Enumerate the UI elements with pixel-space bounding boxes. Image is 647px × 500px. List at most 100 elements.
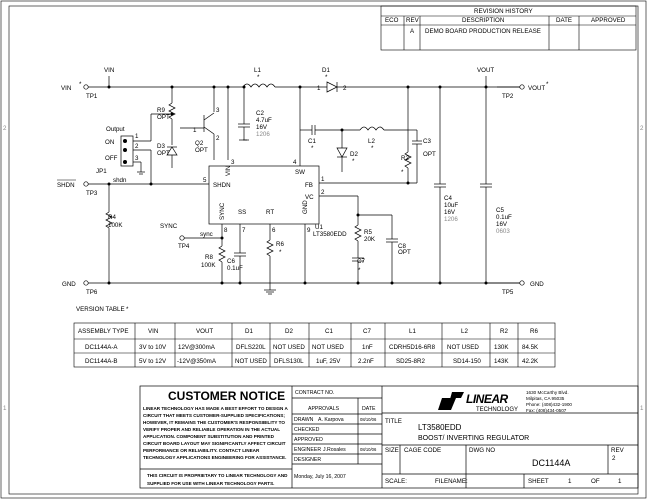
ic-pinno-1: 1 [321, 176, 325, 183]
c5-rating: 16V [496, 221, 508, 228]
notice-proprietary: SUPPLIED FOR USE WITH LINEAR TECHNOLOGY … [147, 481, 274, 486]
ic-pin-fb: FB [305, 182, 313, 189]
r4-value: 100K [108, 222, 123, 229]
vt-header: L1 [409, 328, 416, 335]
tp1-label: TP1 [86, 93, 98, 100]
vt-header: VIN [148, 328, 158, 335]
c2-rating: 16V [256, 124, 268, 131]
vt-cell: CDRH5D16-6R8 [389, 344, 436, 351]
ic-pinno-4: 4 [293, 159, 297, 166]
vt-header: ASSEMBLY TYPE [78, 328, 129, 335]
cage-code-label: CAGE CODE [404, 447, 441, 454]
company-address: Phone: (408)432-1900 [526, 402, 572, 407]
drawn-name: A. Karpova [318, 417, 344, 423]
border-mark-left-a: 2 [3, 125, 7, 132]
d3-value: OPT [157, 150, 170, 157]
border-mark-left-b: 1 [3, 405, 7, 412]
of-number: 1 [618, 478, 622, 485]
c1-label: C1 [308, 138, 316, 145]
d1-star: * [325, 74, 328, 81]
net-vin: VIN [61, 85, 71, 92]
l2-label: L2 [368, 138, 375, 145]
ic-pins: VIN SW SHDN FB VC SYNC SS RT GND 3 4 5 1… [203, 159, 325, 234]
c4-package: 1206 [444, 216, 458, 223]
tp6-label: TP6 [86, 289, 98, 296]
c2-value: 4.7uF [256, 117, 272, 124]
d2-label: D2 [350, 151, 358, 158]
ic-pinno-6: 6 [272, 227, 276, 234]
vt-cell: 143K [494, 358, 509, 365]
sheet-number: 1 [568, 478, 572, 485]
vt-header: VOUT [196, 328, 213, 335]
drawn-date: 08/10/06 [360, 417, 377, 422]
ic-pin-vc: VC [305, 194, 314, 201]
sheet-label: SHEET [528, 478, 549, 485]
engineer-date: 08/10/06 [360, 447, 377, 452]
q2-pin1: 1 [193, 127, 197, 134]
u1-value: LT3580EDD [313, 231, 347, 238]
jp1-pin2: 2 [135, 143, 139, 150]
part-labels: L1 * D1 * 1 2 R9 OPT Q2 OPT 1 3 2 C2 4.7… [96, 67, 512, 274]
vt-cell: DFLS130L [274, 358, 304, 365]
notice-line: CIRCUIT THAT MEETS CUSTOMER-SUPPLIED SPE… [143, 413, 285, 418]
vt-cell: 5V to 12V [139, 358, 167, 365]
c5-package: 0603 [496, 228, 510, 235]
vt-cell: 84.5K [522, 344, 539, 351]
l1-star: * [257, 74, 260, 81]
filename-label: FILENAME: [435, 478, 468, 485]
jp1-on-label: ON [105, 139, 114, 146]
c5-value: 0.1uF [496, 214, 512, 221]
c8-value: OPT [398, 249, 411, 256]
ic-pin-sync: SYNC [219, 202, 226, 220]
c2-package: 1206 [256, 131, 270, 138]
vt-header: D1 [245, 328, 253, 335]
rev-header-eco: ECO [385, 17, 399, 24]
vt-cell: DFLS220L [236, 344, 266, 351]
vt-cell: -12V@350mA [177, 358, 217, 365]
linear-logo: LINEAR TECHNOLOGY [438, 392, 518, 413]
revision-history: REVISION HISTORY ECO REV DESCRIPTION DAT… [380, 5, 637, 51]
d1-label: D1 [322, 67, 330, 74]
d1-pin2: 2 [343, 85, 347, 92]
tp2-label: TP2 [502, 93, 514, 100]
scale-label: SCALE: [385, 478, 407, 485]
sync-net-label: sync [200, 231, 213, 238]
rev-row-rev: A [410, 28, 415, 35]
tp4-label: TP4 [178, 243, 190, 250]
ic-pinno-8: 8 [224, 227, 228, 234]
notice-line: CIRCUIT BOARD LAYOUT MAY SIGNIFICANTLY A… [143, 441, 286, 446]
c7-star: * [358, 267, 361, 274]
engineer-label: ENGINEER [294, 447, 321, 453]
dwg-number: DC1144A [532, 458, 570, 468]
net-sync: SYNC [160, 223, 178, 230]
tp3-terminal [83, 181, 89, 187]
r6-label: R6 [276, 241, 284, 248]
ic-pinno-9: 9 [307, 227, 311, 234]
d2-star: * [352, 158, 355, 165]
r4-label: R4 [108, 214, 116, 221]
title-part-number: LT3580EDD [418, 423, 462, 432]
vt-cell: DC1144A-B [85, 358, 118, 365]
ic-pin-shdn: SHDN [213, 182, 231, 189]
c6-label: C6 [227, 258, 235, 265]
jp1-pin3: 3 [135, 155, 139, 162]
notice-line: PERFORMANCE OR RELIABILITY. CONTACT LINE… [143, 448, 260, 453]
r2-star: * [401, 169, 404, 176]
border-mark-right-b: 1 [640, 405, 644, 412]
jp1-pin1: 1 [135, 133, 139, 140]
tp2-terminal [519, 84, 525, 90]
notice-line: VERIFY PROPER AND RELIABLE OPERATION IN … [143, 427, 280, 432]
notice-line: HOWEVER, IT REMAINS THE CUSTOMER'S RESPO… [143, 420, 285, 425]
q2-pin2: 2 [216, 135, 220, 142]
vt-header: C7 [363, 328, 371, 335]
schematic-wires [88, 76, 520, 295]
r9-label: R9 [157, 107, 165, 114]
d3-label: D3 [157, 143, 165, 150]
ic-pin-gnd: GND [302, 200, 309, 214]
version-table-star: * [126, 306, 129, 313]
c4-value: 10uF [444, 202, 458, 209]
ic-pin-vin: VIN [225, 166, 232, 176]
vt-cell: NOT USED [447, 344, 479, 351]
vt-cell: NOT USED [312, 344, 344, 351]
